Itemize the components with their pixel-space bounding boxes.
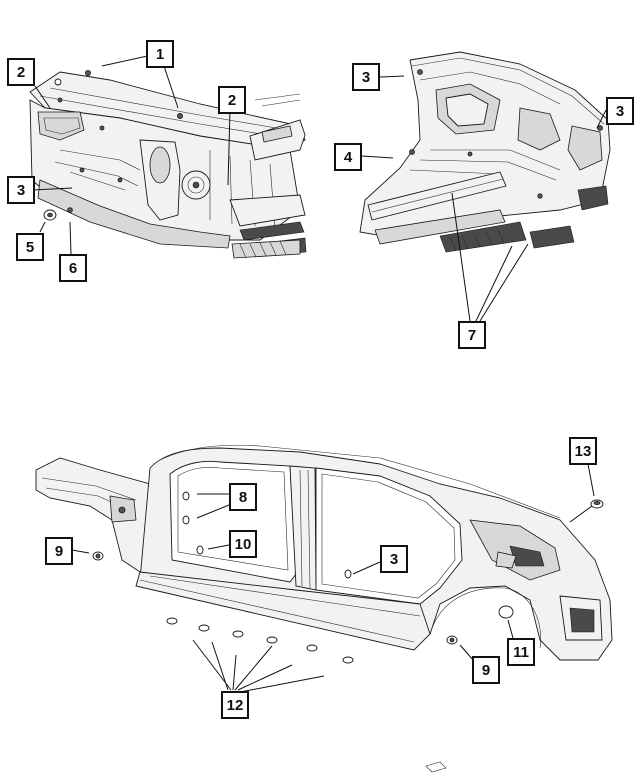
callout-11: 11: [507, 638, 535, 666]
callout-2-left: 2: [7, 58, 35, 86]
callout-2-center: 2: [218, 86, 246, 114]
callout-4: 4: [334, 143, 362, 171]
callout-9-left: 9: [45, 537, 73, 565]
callout-3-left: 3: [7, 176, 35, 204]
callout-8: 8: [229, 483, 257, 511]
callout-6: 6: [59, 254, 87, 282]
callout-3-lower: 3: [380, 545, 408, 573]
footer-mark: [425, 761, 447, 773]
body-side-aperture: [35, 445, 613, 693]
callout-5: 5: [16, 233, 44, 261]
callout-12: 12: [221, 691, 249, 719]
callout-13: 13: [569, 437, 597, 465]
callout-1: 1: [146, 40, 174, 68]
callout-3-upper-right-b: 3: [606, 97, 634, 125]
dash-panel-rear-view: [359, 51, 611, 322]
callout-7: 7: [458, 321, 486, 349]
callout-9-right: 9: [472, 656, 500, 684]
callout-3-upper-right-a: 3: [352, 63, 380, 91]
dash-panel-front-view: [29, 54, 307, 259]
callout-10: 10: [229, 530, 257, 558]
